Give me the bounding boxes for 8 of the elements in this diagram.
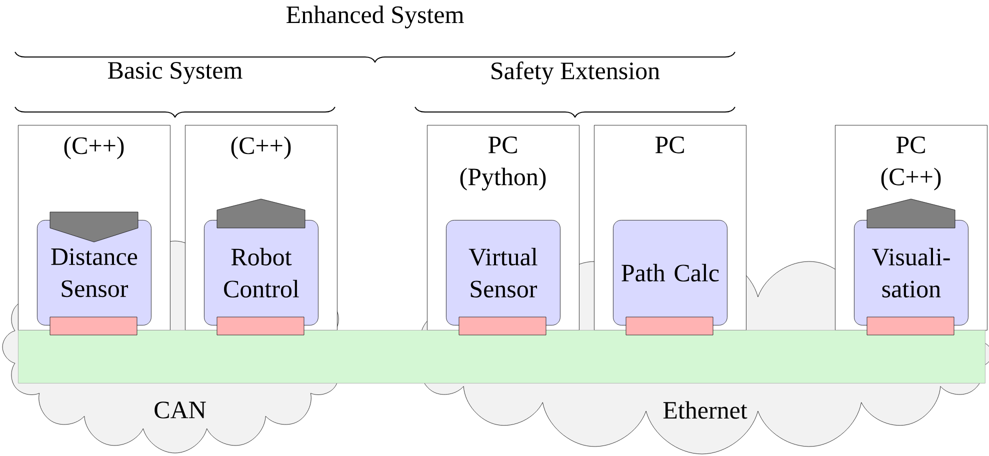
middleware-band [18, 330, 986, 384]
brace-label: Basic System [108, 62, 242, 84]
brace-label: Enhanced System [286, 6, 464, 28]
component-box: Path Calc [613, 220, 728, 336]
component-box: Visuali- sation [854, 220, 968, 336]
component-box: Virtual Sensor [446, 220, 560, 336]
brace-label: Safety Extension [492, 62, 660, 84]
component-box: Robot Control [204, 220, 318, 336]
